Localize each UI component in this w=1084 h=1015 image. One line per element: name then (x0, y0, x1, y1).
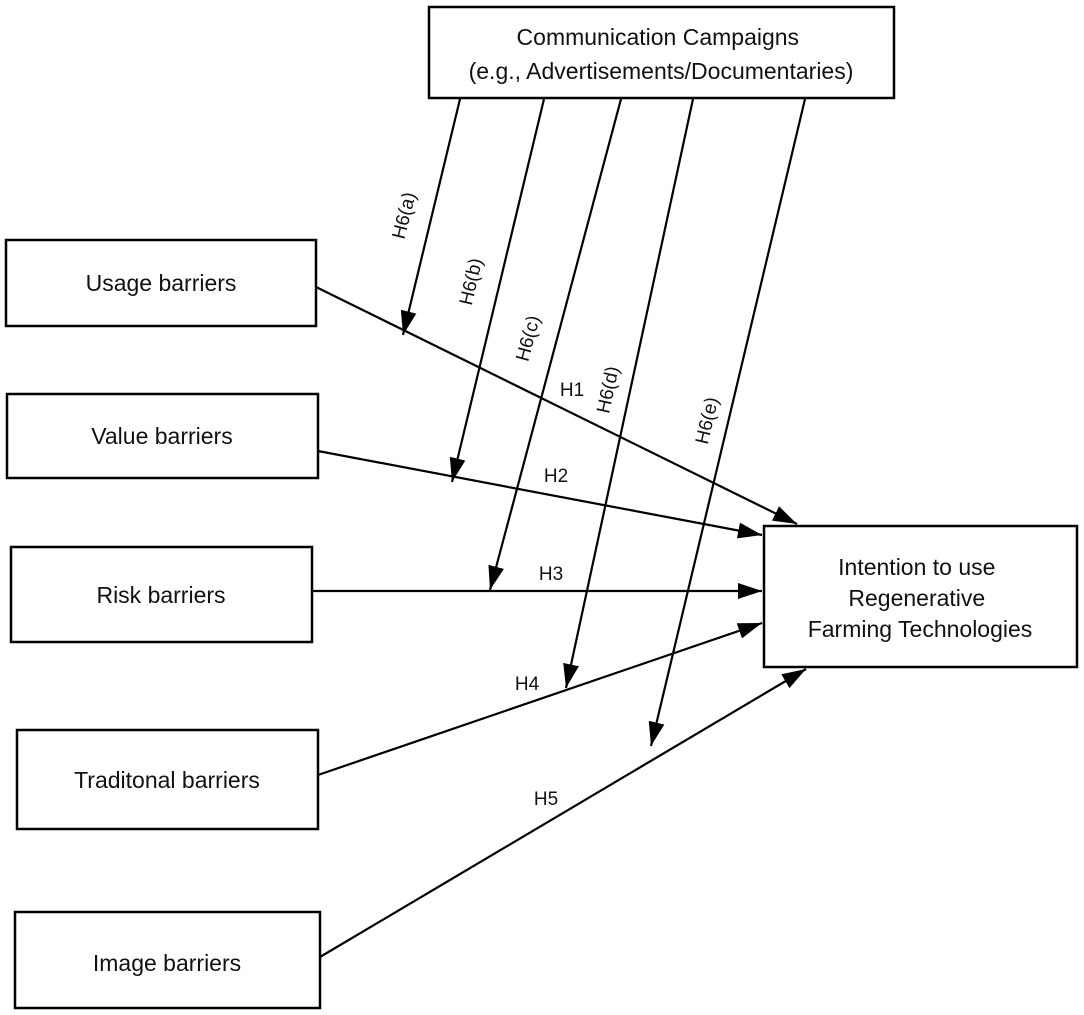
node-usage-line-1: Usage barriers (86, 270, 237, 296)
node-traditional-barriers: Traditonal barriers (15, 728, 320, 831)
node-intention-line-2: Regenerative (848, 585, 985, 611)
svg-text:Traditonal barriers: Traditonal barriers (74, 767, 260, 793)
node-image-line-1: Image barriers (93, 950, 241, 976)
node-intention-to-use: Intention to use Regenerative Farming Te… (762, 524, 1079, 669)
edge-label-h6a: H6(a) (389, 190, 421, 241)
svg-text:Image barriers: Image barriers (93, 950, 241, 976)
edge-h6a (400, 98, 462, 336)
node-value-barriers: Value barriers (5, 392, 320, 480)
node-intention-line-3: Farming Technologies (808, 616, 1033, 642)
node-image-barriers: Image barriers (13, 910, 322, 1010)
svg-text:Usage barriers: Usage barriers (86, 270, 237, 296)
svg-text:Value barriers: Value barriers (91, 423, 232, 449)
edge-label-h5: H5 (534, 789, 558, 810)
edge-label-h6c: H6(c) (513, 313, 545, 363)
svg-text:Communication Campaigns: Communication Campaigns (e.g., Advertise… (469, 24, 854, 84)
svg-text:Intention to use Regener: Intention to use Regenerative Farming Te… (808, 554, 1033, 642)
edge-h5 (319, 668, 807, 958)
node-risk-line-1: Risk barriers (96, 582, 225, 608)
edge-labels-layer: H1 H2 H3 H4 H5 H6(a) H6(b) H6(c) H6(d) H… (389, 190, 723, 810)
edge-label-h4: H4 (515, 674, 540, 695)
edge-h6b (449, 98, 546, 483)
node-intention-line-1: Intention to use (838, 554, 995, 580)
node-campaign-line-2: (e.g., Advertisements/Documentaries) (469, 58, 854, 84)
edge-h6d (563, 98, 695, 689)
edge-label-h6b: H6(b) (456, 256, 487, 307)
node-communication-campaigns: Communication Campaigns (e.g., Advertise… (427, 5, 896, 100)
edge-h2 (317, 449, 763, 539)
edge-label-h2: H2 (544, 466, 568, 487)
node-campaign-line-1: Communication Campaigns (517, 24, 800, 50)
node-usage-barriers: Usage barriers (4, 238, 318, 328)
edge-h6c (488, 98, 623, 591)
node-value-line-1: Value barriers (91, 423, 232, 449)
edge-label-h6e: H6(e) (692, 395, 723, 446)
svg-text:Risk barriers: Risk barriers (96, 582, 225, 608)
edges-layer (312, 98, 807, 958)
edge-label-h1: H1 (560, 380, 584, 401)
edge-label-h6d: H6(d) (593, 364, 623, 415)
node-traditional-line-1: Traditonal barriers (74, 767, 260, 793)
edge-h6e (648, 98, 807, 747)
edge-h4 (317, 621, 763, 777)
edge-h1 (315, 286, 798, 525)
node-risk-barriers: Risk barriers (9, 545, 314, 644)
edge-label-h3: H3 (539, 564, 563, 585)
